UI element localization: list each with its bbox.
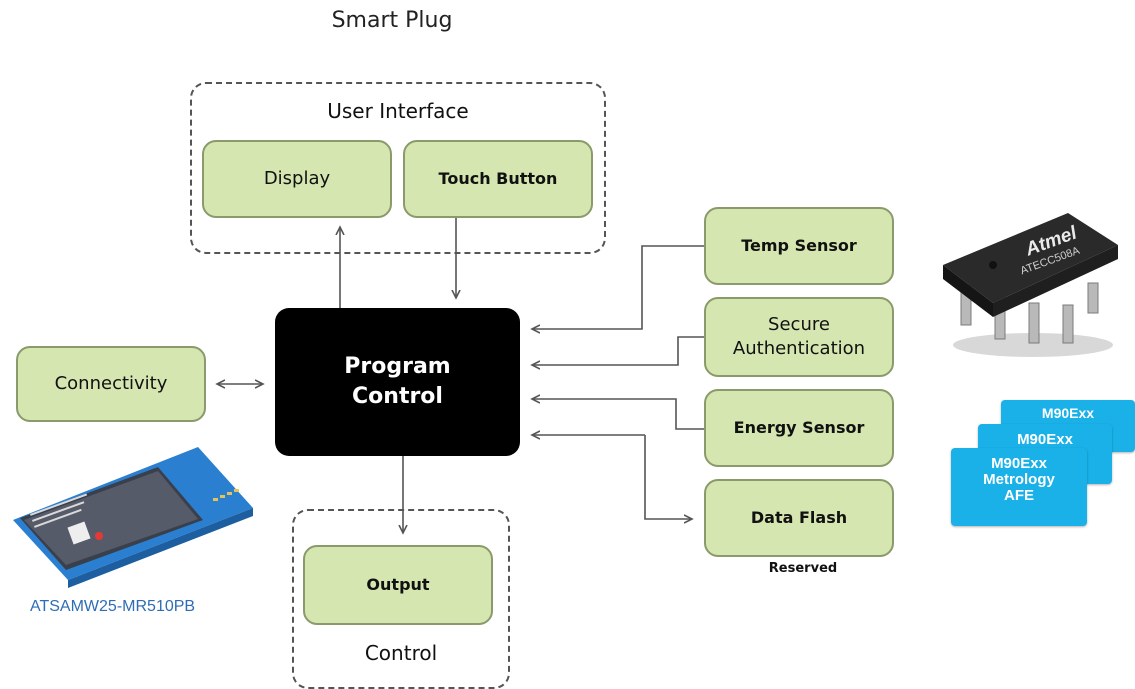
arrow-auth-to-control	[532, 336, 704, 365]
program-control-line1: Program	[344, 354, 451, 380]
afe-front-line3: AFE	[1004, 486, 1034, 504]
secure-auth-line2: Authentication	[732, 338, 866, 359]
arrow-temp-to-control	[532, 245, 704, 329]
data-flash-block: Data Flash	[704, 479, 894, 557]
touch-button-block: Touch Button	[403, 140, 593, 218]
secure-authentication-block: Secure Authentication	[704, 297, 894, 377]
afe-front-line2: Metrology	[983, 470, 1055, 488]
program-control-line2: Control	[352, 384, 443, 409]
arrow-energy-to-control	[532, 399, 704, 430]
afe-back-label: M90Exx	[1041, 405, 1095, 421]
control-label: Control	[364, 641, 438, 665]
energy-sensor-block: Energy Sensor	[704, 389, 894, 467]
afe-card-front: M90Exx Metrology AFE	[951, 448, 1087, 526]
afe-front-line1: M90Exx	[991, 455, 1047, 472]
user-interface-group	[190, 82, 606, 254]
output-block: Output	[303, 545, 493, 625]
user-interface-label: User Interface	[327, 99, 469, 123]
arrow-control-to-flash	[644, 435, 692, 519]
temp-sensor-block: Temp Sensor	[704, 207, 894, 285]
module-caption: ATSAMW25-MR510PB	[30, 598, 196, 615]
diagram-title: Smart Plug	[331, 8, 453, 33]
atmel-chip-image: Atmel ATECC508A	[933, 205, 1123, 365]
chip-body-icon	[943, 213, 1118, 357]
display-block: Display	[202, 140, 392, 218]
reserved-label: Reserved	[768, 561, 838, 576]
connectivity-block: Connectivity	[16, 346, 206, 422]
afe-mid-label: M90Exx	[1017, 431, 1073, 448]
secure-auth-line1: Secure	[768, 313, 830, 335]
program-control-block: Program Control	[275, 308, 520, 456]
wifi-module-image	[13, 447, 253, 588]
